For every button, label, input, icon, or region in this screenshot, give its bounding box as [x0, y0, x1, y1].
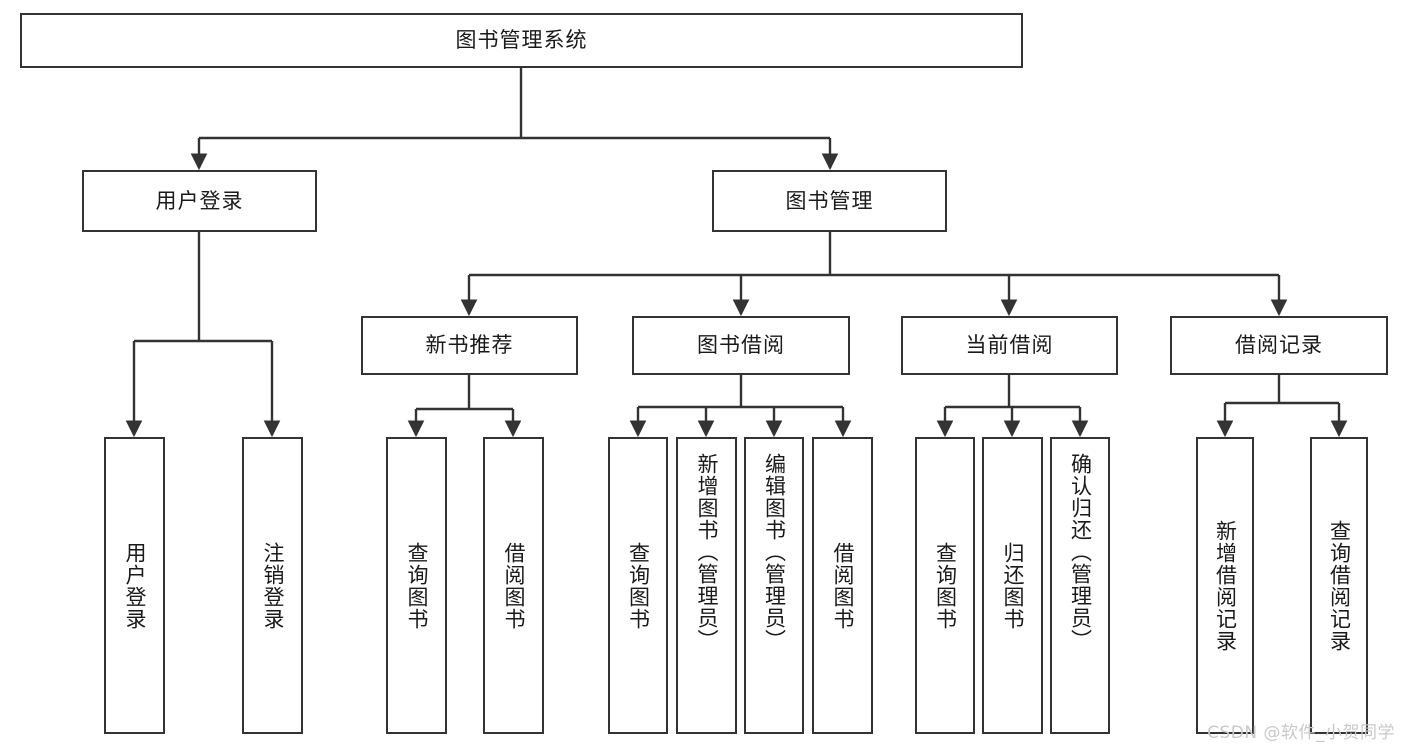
leaf-user-logout[interactable]: 注销登录	[242, 437, 303, 734]
leaf-query-borrow-record[interactable]: 查询借阅记录	[1310, 437, 1368, 734]
leaf-query-books-current[interactable]: 查询图书	[915, 437, 975, 734]
leaf-add-borrow-record-label: 新增借阅记录	[1213, 519, 1238, 652]
leaf-add-book-admin-label: 新增图书（管理员）	[694, 453, 719, 651]
leaf-return-books[interactable]: 归还图书	[982, 437, 1043, 734]
leaf-query-books-recommendation-label: 查询图书	[404, 541, 429, 630]
node-book-management-label: 图书管理	[785, 188, 874, 213]
node-new-book-recommendation[interactable]: 新书推荐	[361, 316, 578, 375]
leaf-edit-book-admin-label: 编辑图书（管理员）	[762, 453, 787, 651]
leaf-borrow-books-recommendation[interactable]: 借阅图书	[483, 437, 544, 734]
leaf-query-books-current-label: 查询图书	[933, 541, 958, 630]
node-root-label: 图书管理系统	[455, 28, 588, 53]
leaf-user-login[interactable]: 用户登录	[104, 437, 165, 734]
leaf-edit-book-admin[interactable]: 编辑图书（管理员）	[744, 437, 804, 734]
node-user-login[interactable]: 用户登录	[82, 170, 317, 232]
csdn-watermark: CSDN @软件_小贺同学	[1207, 723, 1395, 743]
leaf-query-books-borrowing[interactable]: 查询图书	[608, 437, 668, 734]
leaf-borrow-books-recommendation-label: 借阅图书	[501, 541, 526, 630]
node-book-borrowing-label: 图书借阅	[697, 333, 785, 358]
leaf-query-books-recommendation[interactable]: 查询图书	[386, 437, 447, 734]
node-root[interactable]: 图书管理系统	[20, 13, 1023, 68]
leaf-user-login-label: 用户登录	[122, 541, 147, 630]
node-borrow-records-label: 借阅记录	[1235, 333, 1323, 358]
leaf-user-logout-label: 注销登录	[260, 541, 285, 630]
leaf-query-borrow-record-label: 查询借阅记录	[1327, 519, 1352, 652]
node-book-borrowing[interactable]: 图书借阅	[632, 316, 850, 375]
node-current-borrowing-label: 当前借阅	[965, 333, 1054, 358]
leaf-query-books-borrowing-label: 查询图书	[626, 541, 651, 630]
node-current-borrowing[interactable]: 当前借阅	[901, 316, 1118, 375]
node-borrow-records[interactable]: 借阅记录	[1170, 316, 1388, 375]
leaf-confirm-return-admin[interactable]: 确认归还（管理员）	[1050, 437, 1110, 734]
leaf-add-book-admin[interactable]: 新增图书（管理员）	[676, 437, 737, 734]
leaf-borrow-books-borrowing[interactable]: 借阅图书	[812, 437, 873, 734]
leaf-borrow-books-borrowing-label: 借阅图书	[830, 541, 855, 630]
node-user-login-label: 用户登录	[155, 188, 244, 213]
node-new-book-recommendation-label: 新书推荐	[425, 333, 514, 358]
node-book-management[interactable]: 图书管理	[712, 170, 947, 232]
leaf-return-books-label: 归还图书	[1000, 541, 1025, 630]
leaf-confirm-return-admin-label: 确认归还（管理员）	[1068, 453, 1093, 651]
leaf-add-borrow-record[interactable]: 新增借阅记录	[1196, 437, 1254, 734]
